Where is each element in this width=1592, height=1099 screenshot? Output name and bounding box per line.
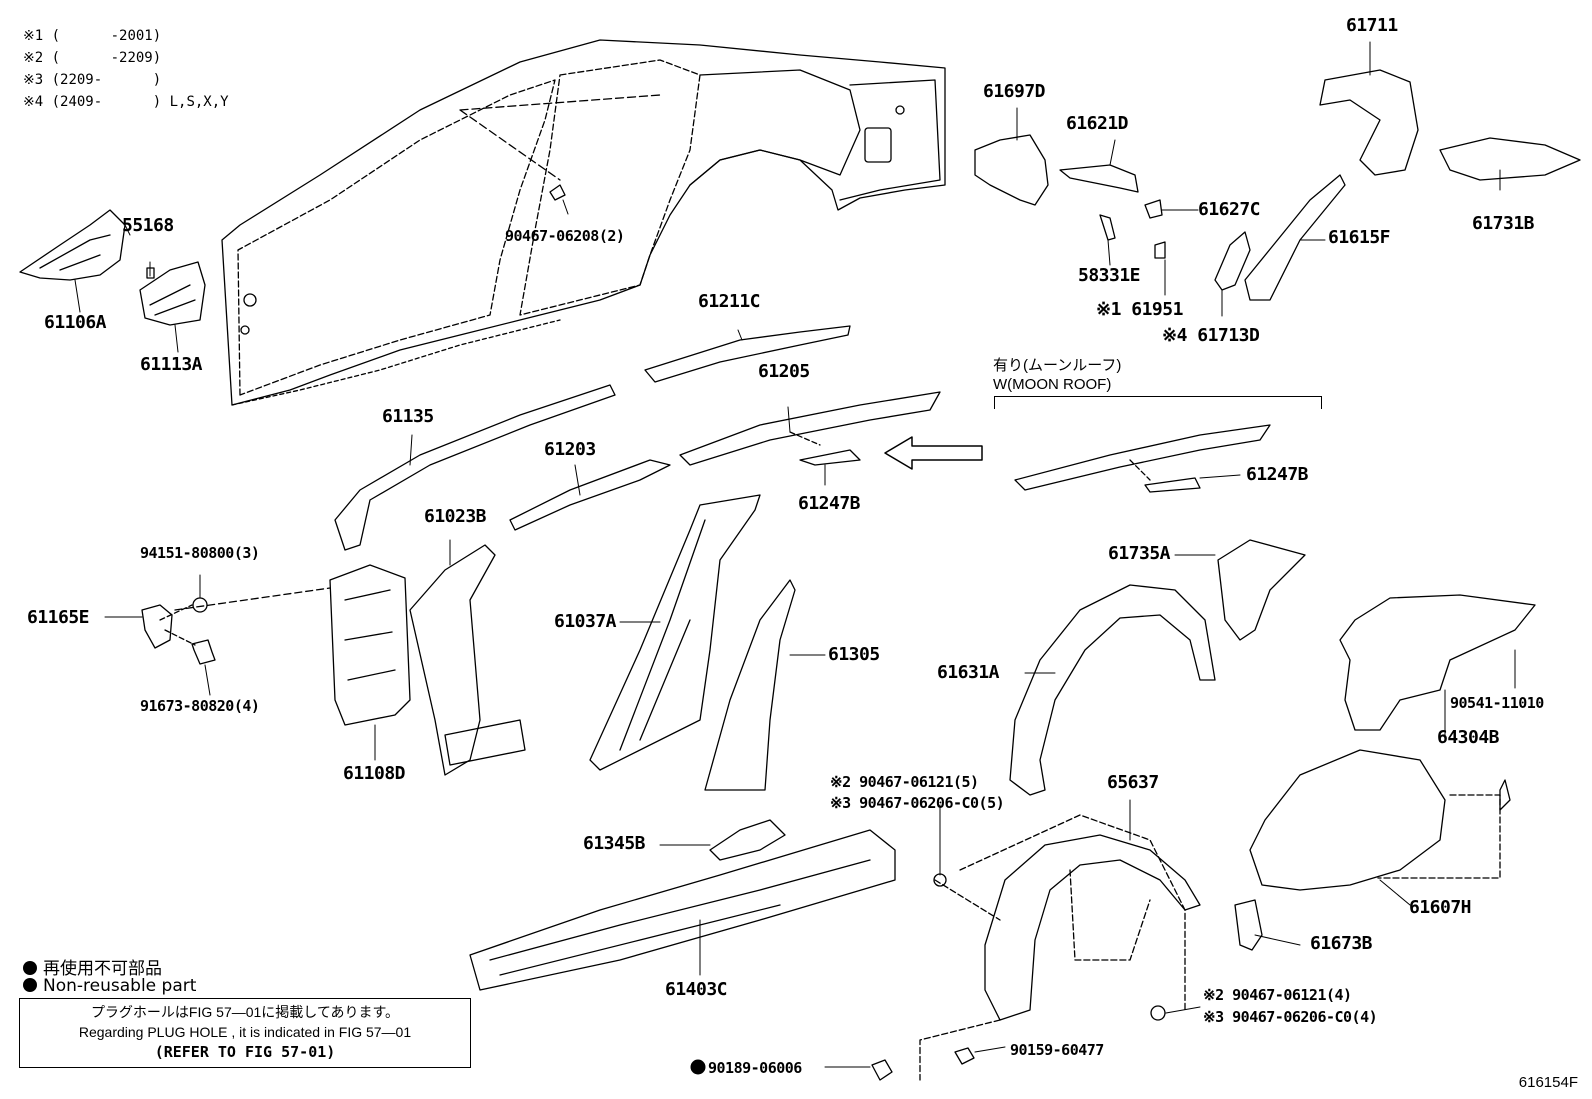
- callout-90159-60477[interactable]: 90159-60477: [1010, 1041, 1104, 1059]
- callout-61135[interactable]: 61135: [382, 406, 434, 427]
- callout-90467-06208[interactable]: 90467-06208(2): [505, 227, 625, 245]
- moon-roof-bracket: [994, 396, 1322, 409]
- legend-jp: 再使用不可部品: [23, 954, 162, 979]
- callout-61037a[interactable]: 61037A: [554, 611, 617, 632]
- callout-61627c[interactable]: 61627C: [1198, 199, 1261, 220]
- callout-65637[interactable]: 65637: [1107, 772, 1159, 793]
- pillars: [329, 494, 896, 991]
- leader-lines: [74, 41, 1516, 1075]
- callout-90189-06006[interactable]: 90189-06006: [708, 1059, 802, 1077]
- callout-61711[interactable]: 61711: [1346, 15, 1398, 36]
- note-2: ※2 ( -2209): [23, 50, 162, 66]
- reference-link[interactable]: (REFER TO FIG 57-01): [154, 1043, 336, 1061]
- callout-61607h[interactable]: 61607H: [1409, 897, 1472, 918]
- legend-en-text: Non-reusable part: [43, 976, 197, 996]
- callout-61731b[interactable]: 61731B: [1472, 213, 1535, 234]
- moon-roof-label: 有り(ムーンルーフ) W(MOON ROOF): [993, 356, 1121, 394]
- callout-61951[interactable]: ※1 61951: [1096, 299, 1183, 320]
- note-1: ※1 ( -2001): [23, 28, 162, 44]
- callout-61113a[interactable]: 61113A: [140, 354, 203, 375]
- callout-61203[interactable]: 61203: [544, 439, 596, 460]
- callout-58331e[interactable]: 58331E: [1078, 265, 1141, 286]
- non-reusable-dot-icon: [23, 978, 37, 992]
- front-apron-parts: [19, 209, 206, 326]
- callout-90467-06206-c0-4[interactable]: ※3 90467-06206-C0(4): [1203, 1008, 1378, 1026]
- callout-61165e[interactable]: 61165E: [27, 607, 90, 628]
- rear-upper-parts: [974, 69, 1581, 301]
- callout-61735a[interactable]: 61735A: [1108, 543, 1171, 564]
- callout-61615f[interactable]: 61615F: [1328, 227, 1391, 248]
- callout-55168[interactable]: 55168: [122, 215, 174, 236]
- non-reusable-dot-icon: [23, 961, 37, 975]
- callout-90467-06206-c0-5[interactable]: ※3 90467-06206-C0(5): [830, 794, 1005, 812]
- callout-61305[interactable]: 61305: [828, 644, 880, 665]
- legend-jp-text: 再使用不可部品: [43, 959, 162, 979]
- figure-code: 616154F: [1518, 1074, 1578, 1091]
- reference-box: プラグホールはFIG 57―01に掲載してあります。 Regarding PLU…: [19, 998, 471, 1068]
- body-side-outer-panel: [221, 39, 946, 406]
- wheel-house-parts: [1009, 539, 1536, 951]
- moon-roof-arrow: [884, 436, 983, 470]
- callout-61106a[interactable]: 61106A: [44, 312, 107, 333]
- callout-91673-80820[interactable]: 91673-80820(4): [140, 697, 260, 715]
- callout-61713d[interactable]: ※4 61713D: [1162, 325, 1260, 346]
- callout-94151-80800[interactable]: 94151-80800(3): [140, 544, 260, 562]
- callout-61023b[interactable]: 61023B: [424, 506, 487, 527]
- reference-line-jp: プラグホールはFIG 57―01に掲載してあります。: [90, 1004, 400, 1020]
- fasteners-left: [141, 587, 331, 665]
- callout-61205[interactable]: 61205: [758, 361, 810, 382]
- callout-61345b[interactable]: 61345B: [583, 833, 646, 854]
- callout-90467-06121-4[interactable]: ※2 90467-06121(4): [1203, 986, 1352, 1004]
- callout-61621d[interactable]: 61621D: [1066, 113, 1129, 134]
- moon-roof-label-en: W(MOON ROOF): [993, 376, 1112, 393]
- note-3: ※3 (2209- ): [23, 72, 162, 88]
- callout-61247b-a[interactable]: 61247B: [798, 493, 861, 514]
- callout-61403c[interactable]: 61403C: [665, 979, 728, 1000]
- callout-61673b[interactable]: 61673B: [1310, 933, 1373, 954]
- legend-en: Non-reusable part: [23, 976, 196, 996]
- callout-61697d[interactable]: 61697D: [983, 81, 1046, 102]
- moon-roof-label-jp: 有り(ムーンルーフ): [993, 357, 1122, 374]
- reference-line-en: Regarding PLUG HOLE , it is indicated in…: [78, 1024, 412, 1040]
- callout-61247b-b[interactable]: 61247B: [1246, 464, 1309, 485]
- callout-64304b[interactable]: 64304B: [1437, 727, 1500, 748]
- callout-61108d[interactable]: 61108D: [343, 763, 406, 784]
- note-4: ※4 (2409- ) L,S,X,Y: [23, 94, 229, 110]
- callout-90467-06121-5[interactable]: ※2 90467-06121(5): [830, 773, 979, 791]
- callout-61631a[interactable]: 61631A: [937, 662, 1000, 683]
- callout-90541-11010[interactable]: 90541-11010: [1450, 694, 1544, 712]
- callout-61211c[interactable]: 61211C: [698, 291, 761, 312]
